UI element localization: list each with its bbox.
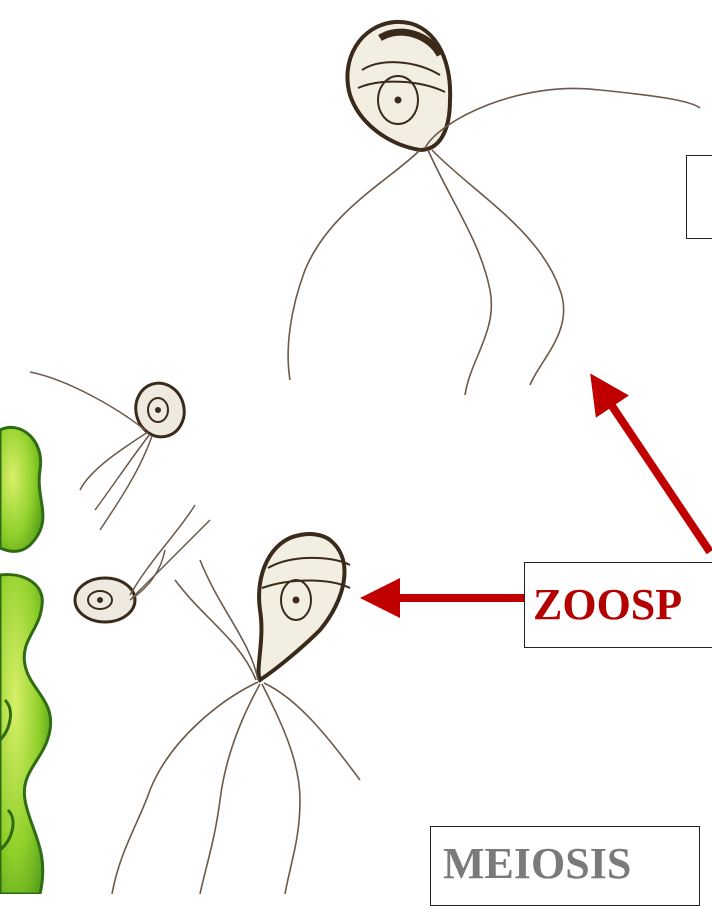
arrow-to-top-zoospore	[608, 400, 710, 552]
alga-filament	[0, 427, 51, 894]
alga-lower-strand	[0, 575, 51, 894]
alga-upper-lobe	[0, 427, 43, 551]
zoospore-cell-small-upper	[30, 372, 190, 530]
zoospore-cell-middle	[112, 534, 360, 894]
zoospore-label: ZOOSP	[524, 562, 712, 648]
zoospore-cell-top	[288, 22, 700, 395]
meiosis-label: MEIOSIS	[430, 826, 700, 906]
zoospore-cell-small-lower	[75, 505, 210, 622]
top-label-box	[686, 155, 712, 239]
